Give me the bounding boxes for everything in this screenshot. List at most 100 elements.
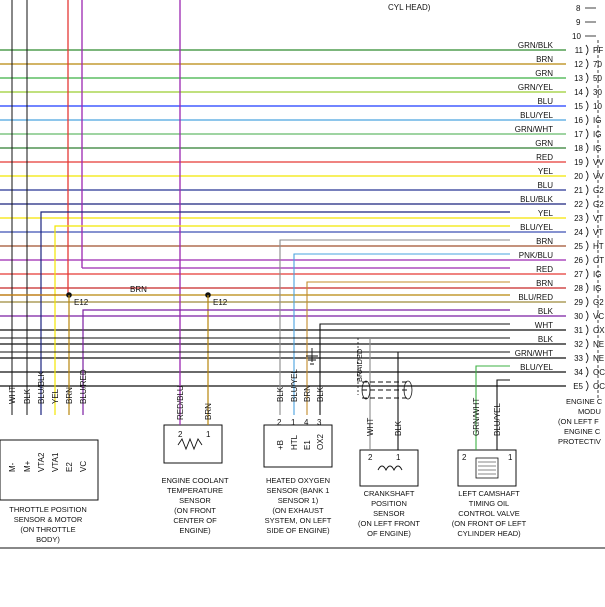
- harness-terminal-25: [585, 240, 589, 252]
- ect-caption-2: SENSOR: [179, 496, 211, 505]
- harness-wire-label-13: GRN: [535, 69, 553, 78]
- harness-wire-label-29: BLU/RED: [518, 293, 553, 302]
- ecm-caption-3: (ON LEFT F: [558, 417, 599, 426]
- top-pin-8: 8: [576, 4, 581, 13]
- tps-pin-0: M-: [8, 462, 17, 472]
- o2-pin-number-3: 3: [317, 418, 322, 427]
- braided-label: BRAIDED: [355, 348, 364, 382]
- o2-pin-number-2: 4: [304, 418, 309, 427]
- harness-wire-label-27: RED: [536, 265, 553, 274]
- harness-pin-21: 21: [574, 186, 583, 195]
- crankshaft-position-sensor: [359, 440, 419, 487]
- harness-pin-32: 32: [574, 340, 583, 349]
- tps-wire-bluyel: [40, 211, 510, 415]
- harness-term-31: OX: [593, 326, 605, 335]
- ckp-caption-0: CRANKSHAFT: [364, 489, 415, 498]
- splice-wire-label: BRN: [130, 285, 147, 294]
- ckp-wire-label-1: BLK: [394, 420, 403, 436]
- braided-shield: [357, 338, 413, 400]
- harness-terminal-17: [585, 128, 589, 140]
- splice-label-1: E12: [74, 298, 89, 307]
- ocv-pin-1: 1: [508, 453, 513, 462]
- harness-wire-label-31: WHT: [535, 321, 553, 330]
- harness-term-23: VT: [593, 214, 603, 223]
- ocv-caption-1: TIMING OIL: [469, 499, 509, 508]
- harness-terminal-15: [585, 100, 589, 112]
- splice-label-2: E12: [213, 298, 228, 307]
- harness-term-12: 70: [593, 60, 602, 69]
- harness-terminal-33: [585, 352, 589, 364]
- harness-term-20: VV: [593, 172, 604, 181]
- harness-term-28: IG: [593, 284, 601, 293]
- ocv-caption-3: (ON FRONT OF LEFT: [452, 519, 527, 528]
- ocv-caption-0: LEFT CAMSHAFT: [458, 489, 520, 498]
- tps-pin-4: E2: [65, 462, 74, 472]
- ect-caption-4: CENTER OF: [173, 516, 217, 525]
- harness-wire-label-15: BLU: [537, 97, 553, 106]
- ecm-caption-2: MODU: [578, 407, 601, 416]
- harness-terminal-23: [585, 212, 589, 224]
- o2-wire-brn: [306, 281, 510, 415]
- tps-wire-label-4: BRN: [65, 387, 74, 404]
- harness-pin-29: 29: [574, 298, 583, 307]
- o2-pin-1: HTL: [290, 434, 299, 450]
- harness-terminal-E5: [585, 380, 589, 392]
- harness-terminal-30: [585, 310, 589, 322]
- ect-pin-1: 1: [206, 430, 211, 439]
- top-caption: CYL HEAD): [388, 3, 431, 12]
- ckp-caption-2: SENSOR: [373, 509, 405, 518]
- ocv-pin-0: 2: [462, 453, 467, 462]
- ocv-wire-bluyel: [496, 379, 510, 440]
- harness-terminal-19: [585, 156, 589, 168]
- engine-coolant-sensor: [163, 415, 223, 464]
- o2-pin-number-0: 2: [277, 418, 282, 427]
- ecm-caption-4: ENGINE C: [564, 427, 601, 436]
- harness-pin-24: 24: [574, 228, 583, 237]
- tps-pin-3: VTA1: [51, 452, 60, 472]
- ocv-wire-grnwht: [475, 365, 510, 440]
- harness-wire-label-26: PNK/BLU: [519, 251, 553, 260]
- o2-wire-label-3: BLK: [316, 386, 325, 402]
- o2-pin-number-1: 1: [291, 418, 296, 427]
- harness-wire-label-23: YEL: [538, 209, 554, 218]
- harness-terminal-34: [585, 366, 589, 378]
- harness-pin-12: 12: [574, 60, 583, 69]
- tps-caption-1: SENSOR & MOTOR: [14, 515, 83, 524]
- harness-wire-label-30: BLK: [538, 307, 554, 316]
- harness-pin-27: 27: [574, 270, 583, 279]
- harness-pin-34: 34: [574, 368, 583, 377]
- ect-caption-0: ENGINE COOLANT: [161, 476, 229, 485]
- harness-wire-label-17: GRN/WHT: [515, 125, 553, 134]
- harness-terminal-21: [585, 184, 589, 196]
- harness-wire-label-20: YEL: [538, 167, 554, 176]
- harness-wire-label-12: BRN: [536, 55, 553, 64]
- harness-wire-label-22: BLU/BLK: [520, 195, 554, 204]
- harness-term-26: OT: [593, 256, 604, 265]
- tps-pin-5: VC: [79, 461, 88, 472]
- harness-terminal-20: [585, 170, 589, 182]
- harness-pin-22: 22: [574, 200, 583, 209]
- harness-wire-label-28: BRN: [536, 279, 553, 288]
- harness-pin-20: 20: [574, 172, 583, 181]
- harness-terminal-32: [585, 338, 589, 350]
- ect-wire-label-0: RED/BLU: [176, 385, 185, 420]
- tps-wire-label-5: BLU/RED: [79, 369, 88, 404]
- harness-terminal-26: [585, 254, 589, 266]
- harness-pin-18: 18: [574, 144, 583, 153]
- o2-pin-3: OX2: [316, 433, 325, 450]
- harness-pin-15: 15: [574, 102, 583, 111]
- top-pin-9: 9: [576, 18, 581, 27]
- harness-pin-33: 33: [574, 354, 583, 363]
- ocv-caption-2: CONTROL VALVE: [458, 509, 520, 518]
- tps-caption-2: (ON THROTTLE: [20, 525, 75, 534]
- harness-term-22: G2: [593, 200, 604, 209]
- o2-wire-blk2: [319, 323, 510, 415]
- harness-terminal-24: [585, 226, 589, 238]
- tps-wire-label-2: BLU/BLK: [37, 370, 46, 404]
- harness-wire-label-19: RED: [536, 153, 553, 162]
- ecm-caption-1: ENGINE C: [566, 397, 603, 406]
- ckp-pin-1: 1: [396, 453, 401, 462]
- ocv-caption-4: CYLINDER HEAD): [457, 529, 521, 538]
- harness-pin-16: 16: [574, 116, 583, 125]
- harness-terminal-11: [585, 44, 589, 56]
